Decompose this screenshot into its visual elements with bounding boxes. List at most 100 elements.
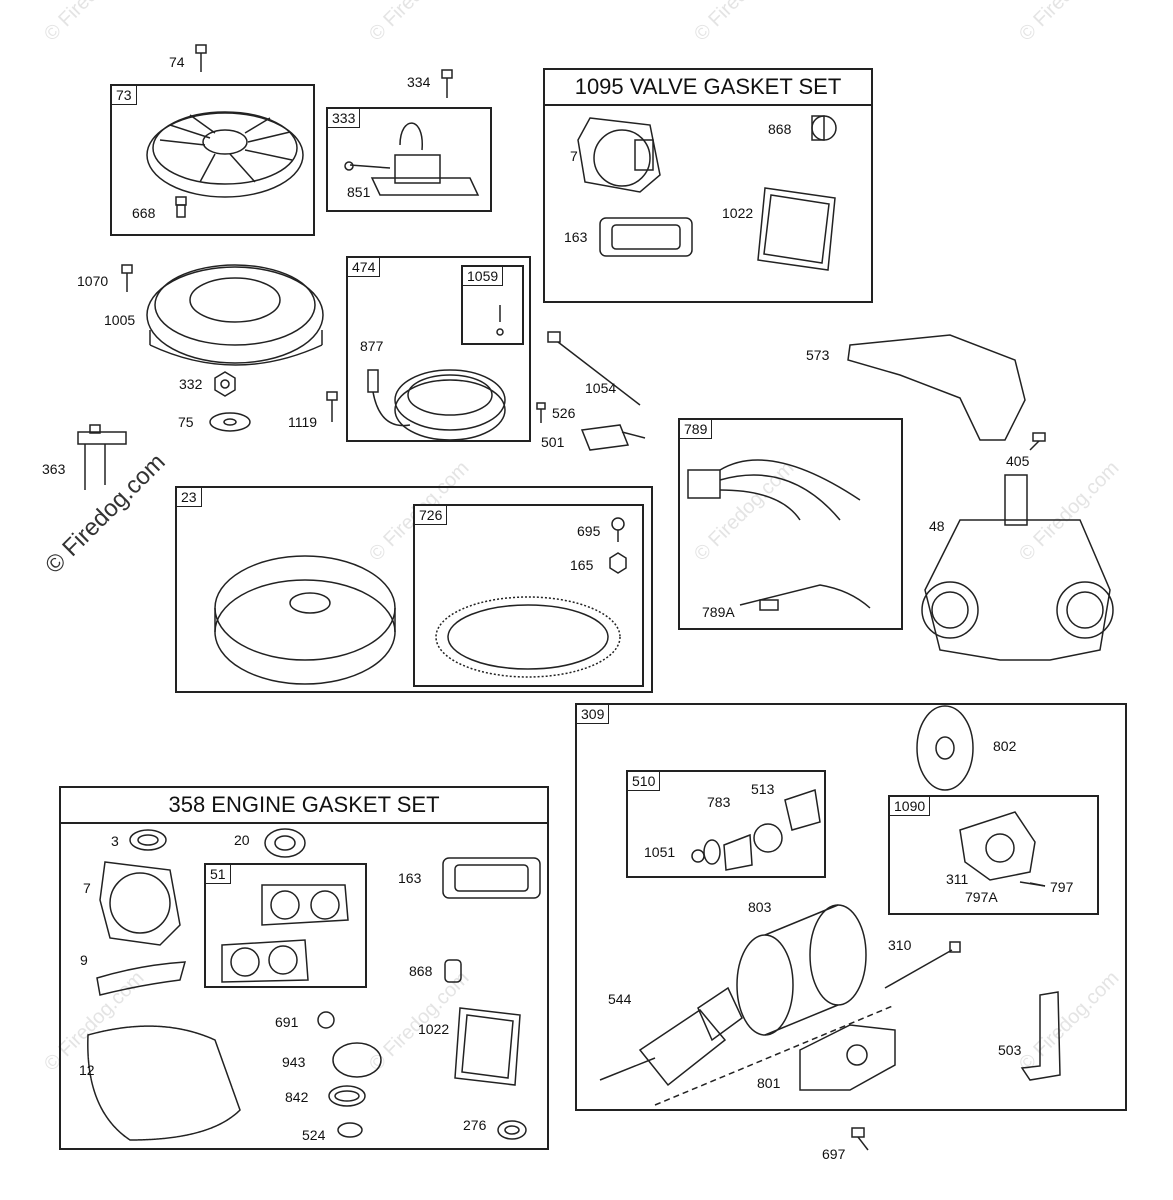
screw-526-icon [536, 402, 546, 423]
part-label-1054: 1054 [585, 380, 617, 396]
part-label-526: 526 [552, 405, 576, 421]
part-label-12: 12 [79, 1062, 95, 1078]
box-1090: 1090 [888, 795, 1099, 915]
part-label-668: 668 [132, 205, 156, 221]
part-label-7-valve: 7 [570, 148, 578, 164]
valve-seal-868b-icon [444, 959, 462, 983]
wire-harness-789-icon [687, 459, 871, 611]
seal-691-icon [317, 1011, 335, 1029]
gasket-163-icon [442, 857, 541, 899]
box-726: 726 [413, 504, 644, 687]
part-label-310: 310 [888, 937, 912, 953]
part-label-802: 802 [993, 738, 1017, 754]
o-ring-943-icon [332, 1042, 382, 1078]
box-510: 510 [626, 770, 826, 878]
part-label-75: 75 [178, 414, 194, 430]
part-label-405: 405 [1006, 453, 1030, 469]
part-label-1051: 1051 [644, 844, 676, 860]
nut-332-icon [214, 371, 236, 397]
crankcase-gasket-12-icon [87, 1025, 241, 1141]
screw-695-icon [611, 517, 625, 542]
gasket-9-icon [96, 961, 187, 996]
seal-276-icon [497, 1120, 527, 1140]
box-51-tag: 51 [206, 865, 231, 884]
part-label-503: 503 [998, 1042, 1022, 1058]
motor-housing-803-icon [736, 904, 867, 1036]
box-309: 309 [575, 703, 1127, 1111]
box-789-tag: 789 [680, 420, 713, 439]
part-label-573: 573 [806, 347, 830, 363]
part-label-3: 3 [111, 833, 119, 849]
part-label-20: 20 [234, 832, 250, 848]
screw-668-icon [175, 196, 187, 218]
box-333-tag: 333 [328, 109, 361, 128]
part-label-311: 311 [946, 871, 969, 887]
part-label-163-valve: 163 [564, 229, 588, 245]
seal-20-icon [264, 828, 306, 858]
part-label-513: 513 [751, 781, 775, 797]
bolt-1070-icon [121, 264, 133, 292]
part-label-803: 803 [748, 899, 772, 915]
ignition-armature-icon [344, 122, 480, 196]
ring-gear-726-icon [435, 596, 621, 678]
part-label-501: 501 [541, 434, 565, 450]
bolt-697-icon [851, 1127, 869, 1151]
armature-544-icon [599, 986, 743, 1087]
part-label-1022-valve: 1022 [722, 205, 754, 221]
strap-503-icon [1020, 991, 1061, 1081]
part-label-9: 9 [80, 952, 88, 968]
gasket-set-51-icon [221, 884, 349, 983]
rotating-screen-icon [146, 111, 304, 198]
part-label-524: 524 [302, 1127, 326, 1143]
part-label-163-engine: 163 [398, 870, 422, 886]
head-gasket-7-icon [99, 861, 181, 946]
blower-housing-fan-icon [146, 264, 324, 366]
part-label-1022-engine: 1022 [418, 1021, 450, 1037]
part-label-48: 48 [929, 518, 945, 534]
box-309-tag: 309 [577, 705, 610, 724]
part-label-544: 544 [608, 991, 632, 1007]
part-label-851: 851 [347, 184, 371, 200]
box-23: 23 [175, 486, 653, 693]
valve-gasket-set-title: 1095 VALVE GASKET SET [545, 70, 871, 106]
baffle-plate-573-icon [847, 334, 1026, 441]
washer-75-icon [209, 412, 251, 432]
end-bracket-801-icon [799, 1024, 896, 1091]
part-label-877: 877 [360, 338, 384, 354]
gasket-1022-icon [454, 1007, 521, 1086]
part-label-789a: 789A [702, 604, 735, 620]
part-label-334: 334 [407, 74, 431, 90]
end-cap-802-icon [916, 705, 974, 791]
part-label-695: 695 [577, 523, 601, 539]
valve-cover-gasket-1022-icon [757, 187, 836, 271]
box-73: 73 [110, 84, 315, 236]
part-label-697: 697 [822, 1146, 846, 1162]
part-label-691: 691 [275, 1014, 299, 1030]
box-1059-tag: 1059 [463, 267, 504, 286]
part-label-943: 943 [282, 1054, 306, 1070]
nut-165-icon [609, 552, 627, 574]
part-label-868-engine: 868 [409, 963, 433, 979]
part-label-797: 797 [1050, 879, 1074, 895]
box-73-tag: 73 [112, 86, 137, 105]
head-gasket-valve-icon [577, 117, 661, 193]
part-label-74: 74 [169, 54, 185, 70]
box-333: 333 [326, 107, 492, 212]
screw-1059-icon [496, 305, 504, 336]
cable-tie-1054-icon [547, 331, 641, 406]
washer-524-icon [337, 1122, 363, 1138]
part-label-797a: 797A [965, 889, 998, 905]
box-726-tag: 726 [415, 506, 448, 525]
part-label-842: 842 [285, 1089, 309, 1105]
part-label-165: 165 [570, 557, 594, 573]
box-789: 789 [678, 418, 903, 630]
part-label-276: 276 [463, 1117, 487, 1133]
box-474: 474 [346, 256, 531, 442]
part-label-7-engine: 7 [83, 880, 91, 896]
seal-3-icon [129, 829, 167, 851]
box-1090-tag: 1090 [890, 797, 931, 816]
part-label-783: 783 [707, 794, 731, 810]
bolt-1119-icon [326, 391, 338, 422]
bolt-405-icon [1029, 432, 1046, 451]
